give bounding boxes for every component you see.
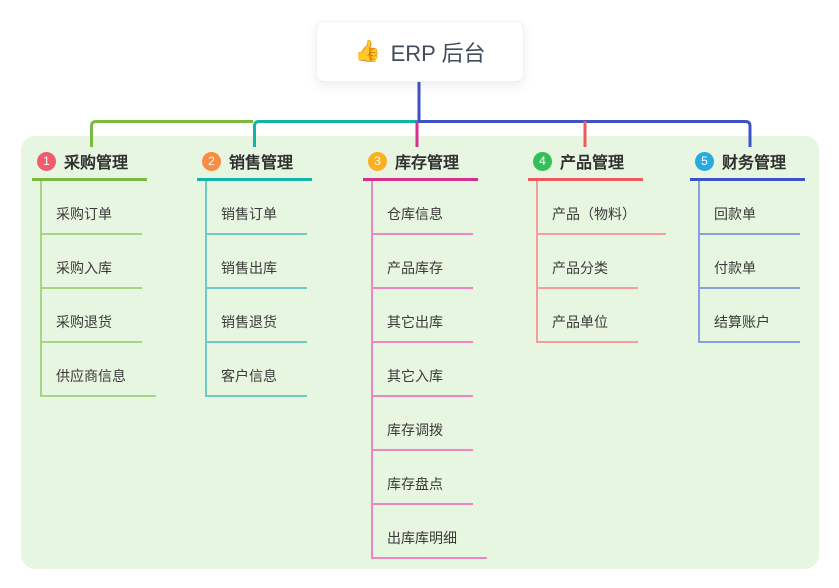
branch-1-child-2[interactable]: 采购入库 <box>42 258 142 289</box>
child-row: 产品库存 <box>373 235 487 289</box>
child-row: 销售出库 <box>207 235 307 289</box>
branch-4-child-3[interactable]: 产品单位 <box>538 312 638 343</box>
branch-3-child-3[interactable]: 其它出库 <box>373 312 473 343</box>
branch-4-child-1[interactable]: 产品（物料） <box>538 204 666 235</box>
child-row: 其它入库 <box>373 343 487 397</box>
root-node[interactable]: 👍 ERP 后台 <box>316 21 524 82</box>
branch-5-label: 财务管理 <box>722 155 787 172</box>
child-row: 产品分类 <box>538 235 666 289</box>
child-row: 客户信息 <box>207 343 307 397</box>
branch-2-label: 销售管理 <box>229 155 294 172</box>
child-row: 结算账户 <box>700 289 800 343</box>
child-row: 产品单位 <box>538 289 666 343</box>
child-row: 销售订单 <box>207 181 307 235</box>
branch-1-child-1[interactable]: 采购订单 <box>42 204 142 235</box>
branch-3-header[interactable]: 3 库存管理 <box>363 149 478 181</box>
child-row: 回款单 <box>700 181 800 235</box>
child-row: 库存调拨 <box>373 397 487 451</box>
branch-5-child-3[interactable]: 结算账户 <box>700 312 800 343</box>
branch-1-number-badge: 1 <box>37 151 56 171</box>
child-row: 其它出库 <box>373 289 487 343</box>
branch-1: 1 采购管理采购订单采购入库采购退货供应商信息 <box>32 149 156 397</box>
branch-5-number-badge: 5 <box>695 151 714 171</box>
branch-4-child-2[interactable]: 产品分类 <box>538 258 638 289</box>
branch-1-child-3[interactable]: 采购退货 <box>42 312 142 343</box>
branch-4-header[interactable]: 4 产品管理 <box>528 149 643 181</box>
branch-3-child-2[interactable]: 产品库存 <box>373 258 473 289</box>
branch-3-children: 仓库信息产品库存其它出库其它入库库存调拨库存盘点出库库明细 <box>371 181 487 559</box>
branch-4-label: 产品管理 <box>560 155 625 172</box>
child-row: 库存盘点 <box>373 451 487 505</box>
branch-5-child-2[interactable]: 付款单 <box>700 258 800 289</box>
branch-2-child-4[interactable]: 客户信息 <box>207 366 307 397</box>
branch-2-child-3[interactable]: 销售退货 <box>207 312 307 343</box>
child-row: 产品（物料） <box>538 181 666 235</box>
branch-5-children: 回款单付款单结算账户 <box>698 181 800 343</box>
branches-background-panel <box>21 136 819 569</box>
child-row: 出库库明细 <box>373 505 487 559</box>
child-row: 仓库信息 <box>373 181 487 235</box>
branch-3-child-1[interactable]: 仓库信息 <box>373 204 473 235</box>
child-row: 采购入库 <box>42 235 156 289</box>
child-row: 采购退货 <box>42 289 156 343</box>
branch-3-child-4[interactable]: 其它入库 <box>373 366 473 397</box>
branch-2-children: 销售订单销售出库销售退货客户信息 <box>205 181 307 397</box>
branch-3-child-7[interactable]: 出库库明细 <box>373 528 487 559</box>
branch-3-number-badge: 3 <box>368 151 387 171</box>
child-row: 供应商信息 <box>42 343 156 397</box>
branch-5-child-1[interactable]: 回款单 <box>700 204 800 235</box>
branch-3-label: 库存管理 <box>395 155 460 172</box>
branch-2-child-2[interactable]: 销售出库 <box>207 258 307 289</box>
branch-1-header[interactable]: 1 采购管理 <box>32 149 147 181</box>
branch-1-children: 采购订单采购入库采购退货供应商信息 <box>40 181 156 397</box>
branch-3: 3 库存管理仓库信息产品库存其它出库其它入库库存调拨库存盘点出库库明细 <box>363 149 487 559</box>
child-row: 付款单 <box>700 235 800 289</box>
branch-3-child-5[interactable]: 库存调拨 <box>373 420 473 451</box>
branch-4-children: 产品（物料） 产品分类产品单位 <box>536 181 666 343</box>
branch-4-number-badge: 4 <box>533 151 552 171</box>
child-row: 销售退货 <box>207 289 307 343</box>
branch-4: 4 产品管理产品（物料） 产品分类产品单位 <box>528 149 666 343</box>
branch-2-child-1[interactable]: 销售订单 <box>207 204 307 235</box>
root-node-label: ERP 后台 <box>390 40 486 66</box>
branch-2: 2 销售管理销售订单销售出库销售退货客户信息 <box>197 149 312 397</box>
branch-3-child-6[interactable]: 库存盘点 <box>373 474 473 505</box>
branch-5-header[interactable]: 5 财务管理 <box>690 149 805 181</box>
thumbs-up-icon: 👍 <box>354 39 381 63</box>
branch-1-child-4[interactable]: 供应商信息 <box>42 366 156 397</box>
branch-5: 5 财务管理回款单付款单结算账户 <box>690 149 805 343</box>
branch-1-label: 采购管理 <box>64 155 129 172</box>
child-row: 采购订单 <box>42 181 156 235</box>
branch-2-header[interactable]: 2 销售管理 <box>197 149 312 181</box>
branch-2-number-badge: 2 <box>202 151 221 171</box>
